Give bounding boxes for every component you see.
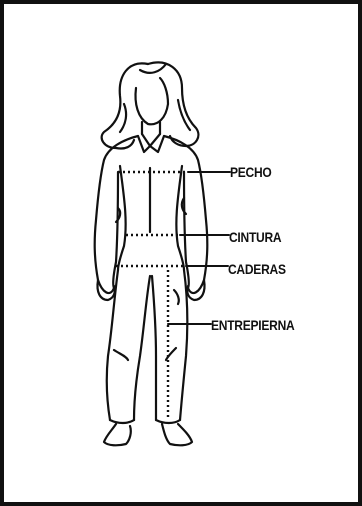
chest-label: PECHO (230, 164, 272, 180)
right-foot (160, 422, 194, 447)
inseam-label: ENTREPIERNA (211, 317, 295, 333)
torso-outline (93, 134, 140, 295)
hair-outline (100, 62, 150, 150)
right-leg-outline (178, 268, 189, 422)
face-outline (134, 76, 170, 126)
right-hand (186, 278, 206, 302)
hips-label: CADERAS (228, 261, 286, 277)
left-leg-outline (105, 268, 120, 422)
collar-outline (140, 132, 162, 148)
waist-label: CINTURA (229, 229, 282, 245)
left-foot (102, 422, 132, 447)
